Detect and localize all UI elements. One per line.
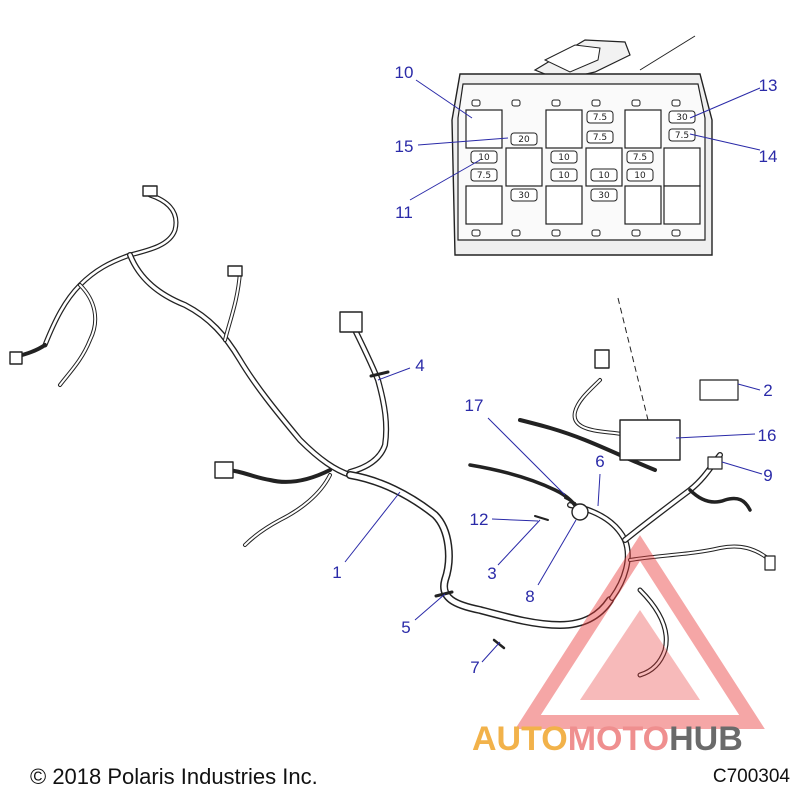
relay-block [624, 109, 662, 149]
fuse-value: 10 [558, 153, 570, 163]
callout-6: 6 [595, 452, 604, 471]
callout-labels: 1 2 3 4 5 6 7 8 9 10 11 12 13 14 15 16 1… [332, 63, 777, 677]
callout-2: 2 [763, 381, 772, 400]
callout-8: 8 [525, 587, 534, 606]
fuse-value: 10 [634, 171, 646, 181]
fuse-value: 30 [598, 191, 610, 201]
fuse-slot: 7.5 [586, 130, 614, 144]
fuse-slot: 7.5 [470, 168, 498, 182]
fuse-slot: 7.5 [626, 150, 654, 164]
fuse-slot: 30 [590, 188, 618, 202]
fuse-slot: 10 [550, 150, 578, 164]
fuse-value: 20 [518, 135, 530, 145]
callout-13: 13 [759, 76, 778, 95]
fuse-value: 30 [518, 191, 530, 201]
relay-block [624, 185, 662, 225]
callout-16: 16 [758, 426, 777, 445]
relay-block [465, 185, 503, 225]
alignment-line [617, 297, 649, 421]
callout-1: 1 [332, 563, 341, 582]
fuse-slot: 10 [626, 168, 654, 182]
callout-7: 7 [470, 658, 479, 677]
fuse-value: 10 [478, 153, 490, 163]
relay-block [545, 109, 583, 149]
relay-block [663, 147, 701, 187]
leader-lines [344, 79, 763, 663]
automotohub-watermark: AUTOMOTOHUB [472, 535, 765, 758]
callout-17: 17 [465, 396, 484, 415]
fuse-value: 10 [598, 171, 610, 181]
fuse-box-inset: 7.5 7.5 20 10 7.5 10 10 7.5 10 30 7.5 30 30 10 [451, 35, 713, 256]
callout-10: 10 [395, 63, 414, 82]
fuse-slot: 10 [470, 150, 498, 164]
fuse-value: 7.5 [633, 153, 647, 163]
callout-9: 9 [763, 466, 772, 485]
fuse-value: 7.5 [593, 113, 607, 123]
fuse-slot: 30 [668, 110, 696, 124]
fuse-slot: 7.5 [586, 110, 614, 124]
callout-14: 14 [759, 147, 778, 166]
figure-code: C700304 [712, 766, 790, 787]
wire-harness-drawing [9, 185, 776, 678]
fuse-slots: 7.5 7.5 20 10 7.5 10 10 7.5 10 30 7.5 30 30 10 [470, 110, 696, 202]
callout-3: 3 [487, 564, 496, 583]
relay-block [505, 147, 543, 187]
fuse-value: 7.5 [477, 171, 491, 181]
watermark-text: AUTOMOTOHUB [472, 720, 743, 758]
fuse-value: 7.5 [593, 133, 607, 143]
fuse-value: 30 [676, 113, 688, 123]
fuse-value: 10 [558, 171, 570, 181]
fuse-slot: 30 [510, 188, 538, 202]
callout-15: 15 [395, 137, 414, 156]
relay-block [663, 185, 701, 225]
fuse-slot: 20 [510, 132, 538, 146]
relay-block [465, 109, 503, 149]
fuse-slot: 10 [550, 168, 578, 182]
callout-12: 12 [470, 510, 489, 529]
fuse-value: 7.5 [675, 131, 689, 141]
callout-5: 5 [401, 618, 410, 637]
copyright-notice: © 2018 Polaris Industries Inc. [30, 764, 318, 789]
fuse-slot: 7.5 [668, 128, 696, 142]
callout-11: 11 [395, 203, 413, 222]
fuse-slot: 10 [590, 168, 618, 182]
callout-4: 4 [415, 356, 424, 375]
relay-block [545, 185, 583, 225]
